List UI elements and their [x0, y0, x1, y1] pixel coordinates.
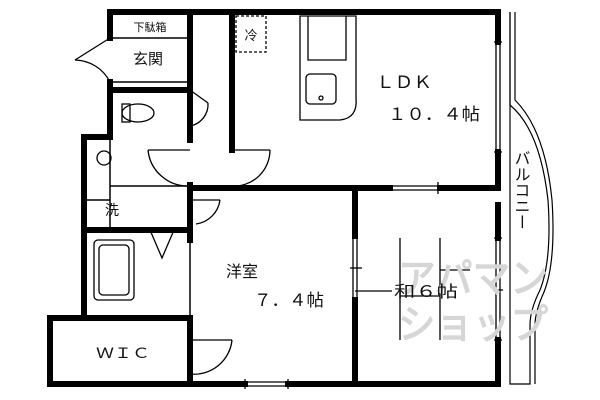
wash-basin — [96, 150, 112, 166]
washer-label: 洗 — [105, 203, 119, 219]
room-labels: 下駄箱 玄関 冷 ＬＤＫ １０．４帖 洗 洋室 ７．４帖 和６帖 ＷＩＣ バルコ… — [96, 20, 531, 362]
watermark: アパマン ショップ — [398, 256, 548, 348]
kitchen-sink — [305, 73, 337, 105]
windows — [244, 41, 503, 389]
kitchen-counter — [299, 15, 357, 121]
tatami-lines — [399, 238, 470, 340]
western-name-label: 洋室 — [226, 262, 258, 281]
western-size-label: ７．４帖 — [254, 291, 324, 311]
ldk-name-label: ＬＤＫ — [376, 73, 432, 93]
shoe-box-label: 下駄箱 — [134, 20, 167, 34]
watermark-line2: ショップ — [398, 302, 548, 348]
fixtures — [93, 15, 470, 340]
balcony-outline — [509, 12, 554, 385]
doors — [74, 37, 271, 375]
fridge-label: 冷 — [244, 29, 257, 44]
wic-label: ＷＩＣ — [96, 346, 150, 362]
balcony-label: バルコニー — [512, 150, 531, 230]
entrance-label: 玄関 — [133, 50, 163, 68]
fridge-box — [235, 15, 267, 53]
japanese-label: 和６帖 — [394, 282, 458, 301]
watermark-line1: アパマン — [398, 256, 548, 302]
bathtub — [93, 239, 135, 301]
walls — [47, 9, 501, 387]
thin-lines — [84, 37, 191, 318]
ldk-size-label: １０．４帖 — [388, 105, 480, 125]
toilet-bowl — [121, 103, 155, 123]
